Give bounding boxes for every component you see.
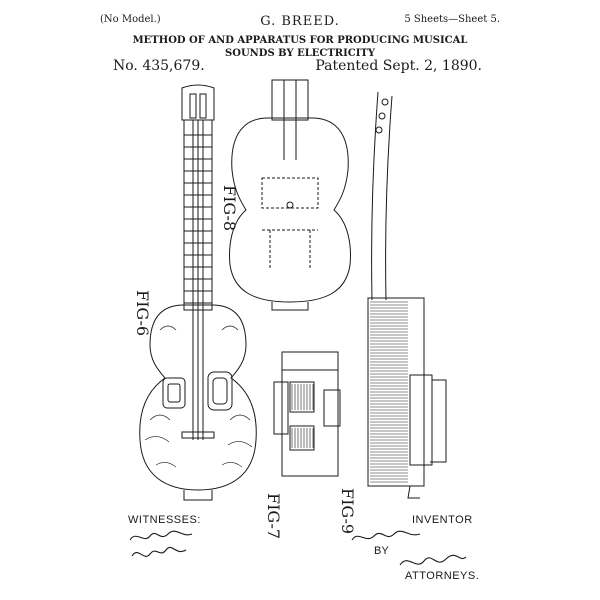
fig7-housing (281, 351, 339, 477)
inventor-name: G. BREED. (260, 14, 340, 29)
no-model-note: (No Model.) (100, 14, 161, 25)
attorney-signature (399, 554, 467, 566)
fig8-instrument-back (229, 79, 351, 311)
fig6-tailpiece (183, 490, 213, 501)
fig6-headstock (181, 84, 215, 121)
patent-date: Patented Sept. 2, 1890. (315, 58, 482, 74)
witness-signature-2 (131, 546, 187, 557)
fig7-coil-detail (273, 351, 341, 477)
fig6-pickup-left (162, 377, 186, 409)
fig8-neck-top (271, 79, 309, 121)
fig8-label: FIG-8 (220, 185, 239, 231)
fig8-internal-frame (261, 177, 319, 209)
fig9-wiring (430, 379, 447, 463)
fig6-instrument-front (139, 84, 257, 501)
fig9-neck-front (371, 91, 379, 301)
fig7-coil-lower (289, 425, 315, 451)
fig6-body-shading (144, 325, 253, 468)
fig9-body-ribs (370, 301, 408, 483)
by-label: BY (374, 545, 389, 557)
attorneys-label: ATTORNEYS. (405, 570, 480, 582)
fig6-pickup-left-inner (167, 383, 181, 403)
fig7-magnet (323, 389, 341, 427)
fig9-instrument-side (367, 91, 447, 499)
fig9-neck-back (385, 95, 393, 301)
fig8-tailpiece (271, 302, 309, 311)
sheet-count: 5 Sheets—Sheet 5. (404, 14, 500, 25)
fig6-body (139, 304, 257, 491)
fig9-label: FIG-9 (338, 488, 357, 534)
fig6-tuner-left (189, 93, 197, 119)
patent-number: No. 435,679. (113, 58, 205, 74)
fig7-label: FIG-7 (264, 493, 283, 539)
fig6-frets (184, 134, 212, 304)
witness-signature-1 (129, 530, 193, 541)
fig8-screw (286, 201, 294, 209)
fig7-side-plate (273, 381, 289, 435)
patent-title: METHOD OF AND APPARATUS FOR PRODUCING MU… (132, 35, 468, 59)
fig6-tuner-right (199, 93, 207, 119)
fig7-coil-windings (291, 384, 314, 448)
signatures (129, 530, 467, 566)
fig9-body (367, 297, 425, 487)
fig6-bridge (181, 431, 215, 439)
fig6-label: FIG-6 (133, 290, 152, 336)
inventor-signature (351, 530, 421, 541)
fig8-body (229, 117, 351, 303)
fig9-output-wire (407, 485, 420, 499)
fig6-pickup-right-inner (212, 377, 228, 405)
fig7-coil-upper (289, 381, 315, 413)
inventor-label: INVENTOR (412, 514, 473, 526)
fig9-internal-box (409, 374, 433, 466)
fig6-pickup-right (207, 371, 233, 411)
witnesses-label: WITNESSES: (128, 514, 201, 526)
